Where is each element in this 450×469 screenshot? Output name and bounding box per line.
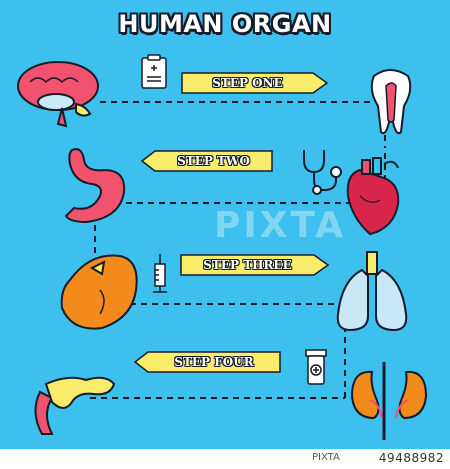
medical-chart-icon [141,54,167,89]
step-one-label: STEP ONE [212,76,283,90]
step-one-arrow [181,72,329,94]
footer-brand: PIXTA [312,452,340,463]
pill-bottle-icon [305,349,327,385]
kidneys-icon [350,362,428,440]
pancreas-icon [34,376,116,435]
footer-image-id: 49488982 [378,451,444,465]
stomach-icon [64,148,126,224]
page-title: HUMAN ORGAN [118,10,332,38]
tooth-icon [370,69,412,135]
stethoscope-icon [303,150,342,195]
step-four-label: STEP FOUR [174,355,254,369]
step-four-arrow [133,351,281,373]
syringe-icon [153,254,167,293]
liver-icon [60,254,138,330]
step-three-label: STEP THREE [203,258,292,272]
lungs-icon [336,251,408,332]
footer-bar: PIXTA 49488982 [0,449,450,469]
watermark: PIXTA [214,205,347,246]
step-three-arrow [180,254,330,276]
step-two-arrow [140,150,273,172]
step-two-label: STEP TWO [177,154,250,168]
heart-icon [346,157,400,236]
brain-icon [17,61,99,128]
